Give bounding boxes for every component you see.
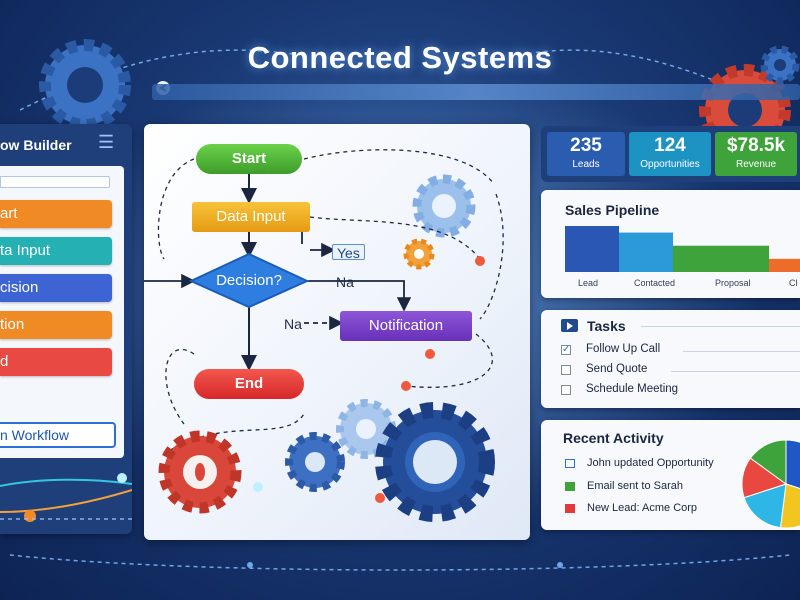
activity-item: John updated Opportunity bbox=[587, 457, 714, 469]
pipeline-bar bbox=[619, 232, 673, 272]
palette-tile-data-input[interactable]: ta Input bbox=[0, 237, 112, 265]
palette-tile-decision[interactable]: cision bbox=[0, 274, 112, 302]
run-workflow-label: n Workflow bbox=[0, 427, 69, 443]
pie-slice bbox=[785, 440, 800, 490]
gear-icon-top-left bbox=[39, 39, 131, 131]
stat-opportunities[interactable]: 124 Opportunities bbox=[629, 132, 711, 176]
stat-value: 124 bbox=[654, 135, 686, 156]
pipeline-category-label: Proposal bbox=[715, 278, 751, 288]
pipeline-bar bbox=[673, 245, 769, 272]
palette-tile-notification[interactable]: tion bbox=[0, 311, 112, 339]
builder-connectors bbox=[0, 473, 132, 522]
email-icon bbox=[565, 482, 575, 491]
stat-value: $78.5k bbox=[726, 135, 786, 156]
pipeline-category-label: Cl bbox=[789, 278, 798, 288]
gear-icon-canvas-top bbox=[412, 174, 476, 238]
decision-diamond[interactable] bbox=[188, 252, 310, 309]
task-label: Send Quote bbox=[586, 363, 648, 375]
activity-title: Recent Activity bbox=[563, 430, 664, 446]
flow-node-start[interactable]: Start bbox=[196, 144, 302, 174]
gear-icon-canvas-orange bbox=[403, 238, 435, 270]
activity-pie-chart bbox=[741, 440, 800, 529]
flow-node-end[interactable]: End bbox=[194, 369, 304, 399]
pipeline-bar bbox=[565, 226, 619, 272]
run-workflow-button[interactable]: n Workflow bbox=[0, 422, 116, 448]
stat-label: Leads bbox=[572, 159, 600, 170]
video-icon bbox=[561, 319, 578, 332]
hamburger-icon[interactable]: ☰ bbox=[98, 132, 115, 152]
pie-slice bbox=[749, 440, 787, 485]
flow-label-no-right: Na bbox=[336, 274, 354, 290]
stat-label: Opportunities bbox=[640, 159, 700, 170]
pipeline-category-label: Contacted bbox=[634, 278, 676, 288]
activity-item: Email sent to Sarah bbox=[587, 480, 683, 492]
activity-item: New Lead: Acme Corp bbox=[587, 502, 698, 514]
recent-activity-card: Recent Activity John updated Opportunity… bbox=[541, 420, 800, 530]
pipeline-category-label: Lead bbox=[578, 278, 599, 288]
pipeline-title: Sales Pipeline bbox=[565, 202, 660, 218]
gear-icon-blue-large bbox=[375, 402, 495, 522]
tile-label: cision bbox=[0, 279, 39, 296]
pie-slice bbox=[743, 483, 787, 529]
palette-tile-start[interactable]: art bbox=[0, 200, 112, 228]
gear-icon-red bbox=[158, 430, 242, 514]
flow-node-data-input[interactable]: Data Input bbox=[192, 202, 310, 232]
divider bbox=[671, 371, 800, 372]
stat-label: Revenue bbox=[735, 159, 777, 170]
flow-node-notification[interactable]: Notification bbox=[340, 311, 472, 341]
stat-revenue[interactable]: $78.5k Revenue bbox=[715, 132, 797, 176]
task-label: Follow Up Call bbox=[586, 343, 661, 355]
header-bar bbox=[152, 84, 800, 100]
flow-node-decision-label: Decision? bbox=[216, 272, 282, 289]
lead-icon bbox=[565, 504, 575, 513]
tile-label: tion bbox=[0, 316, 25, 333]
edit-icon bbox=[565, 459, 575, 468]
workflow-builder-panel: ow Builder ☰ art ta Input cision tion d bbox=[0, 124, 132, 534]
page-title: Connected Systems bbox=[247, 40, 553, 75]
tasks-card: Tasks ✓ Follow Up Call Send Quote Schedu… bbox=[541, 310, 800, 408]
sales-pipeline-card: Sales Pipeline Lead Contacted Proposal C… bbox=[541, 190, 800, 298]
task-checkbox-send-quote[interactable] bbox=[561, 365, 571, 375]
flow-label-no-left: Na bbox=[284, 316, 302, 332]
palette-tile-end[interactable]: d bbox=[0, 348, 112, 376]
task-checkbox-follow-up[interactable]: ✓ bbox=[561, 344, 571, 355]
gear-icon-top-right-small bbox=[760, 45, 800, 85]
pie-slice bbox=[779, 483, 800, 529]
tasks-title: Tasks bbox=[587, 318, 626, 334]
stat-value: 235 bbox=[570, 135, 602, 156]
task-checkbox-schedule[interactable] bbox=[561, 385, 571, 395]
pipeline-bar bbox=[769, 258, 800, 272]
tile-label: art bbox=[0, 205, 18, 222]
tile-label: d bbox=[0, 353, 9, 370]
gear-cluster bbox=[158, 402, 495, 522]
task-label: Schedule Meeting bbox=[586, 383, 679, 395]
builder-search-input[interactable] bbox=[0, 176, 110, 188]
tile-label: ta Input bbox=[0, 242, 51, 259]
stats-panel: 235 Leads 124 Opportunities $78.5k Reven… bbox=[541, 126, 800, 182]
pipeline-chart bbox=[565, 226, 800, 272]
divider bbox=[641, 326, 800, 327]
stat-leads[interactable]: 235 Leads bbox=[547, 132, 625, 176]
gear-icon-blue-small bbox=[285, 432, 345, 492]
builder-title: ow Builder bbox=[0, 137, 72, 153]
builder-palette: art ta Input cision tion d bbox=[0, 166, 124, 458]
divider bbox=[683, 351, 800, 352]
flow-label-yes: Yes bbox=[332, 244, 365, 261]
flow-connectors bbox=[144, 149, 504, 459]
